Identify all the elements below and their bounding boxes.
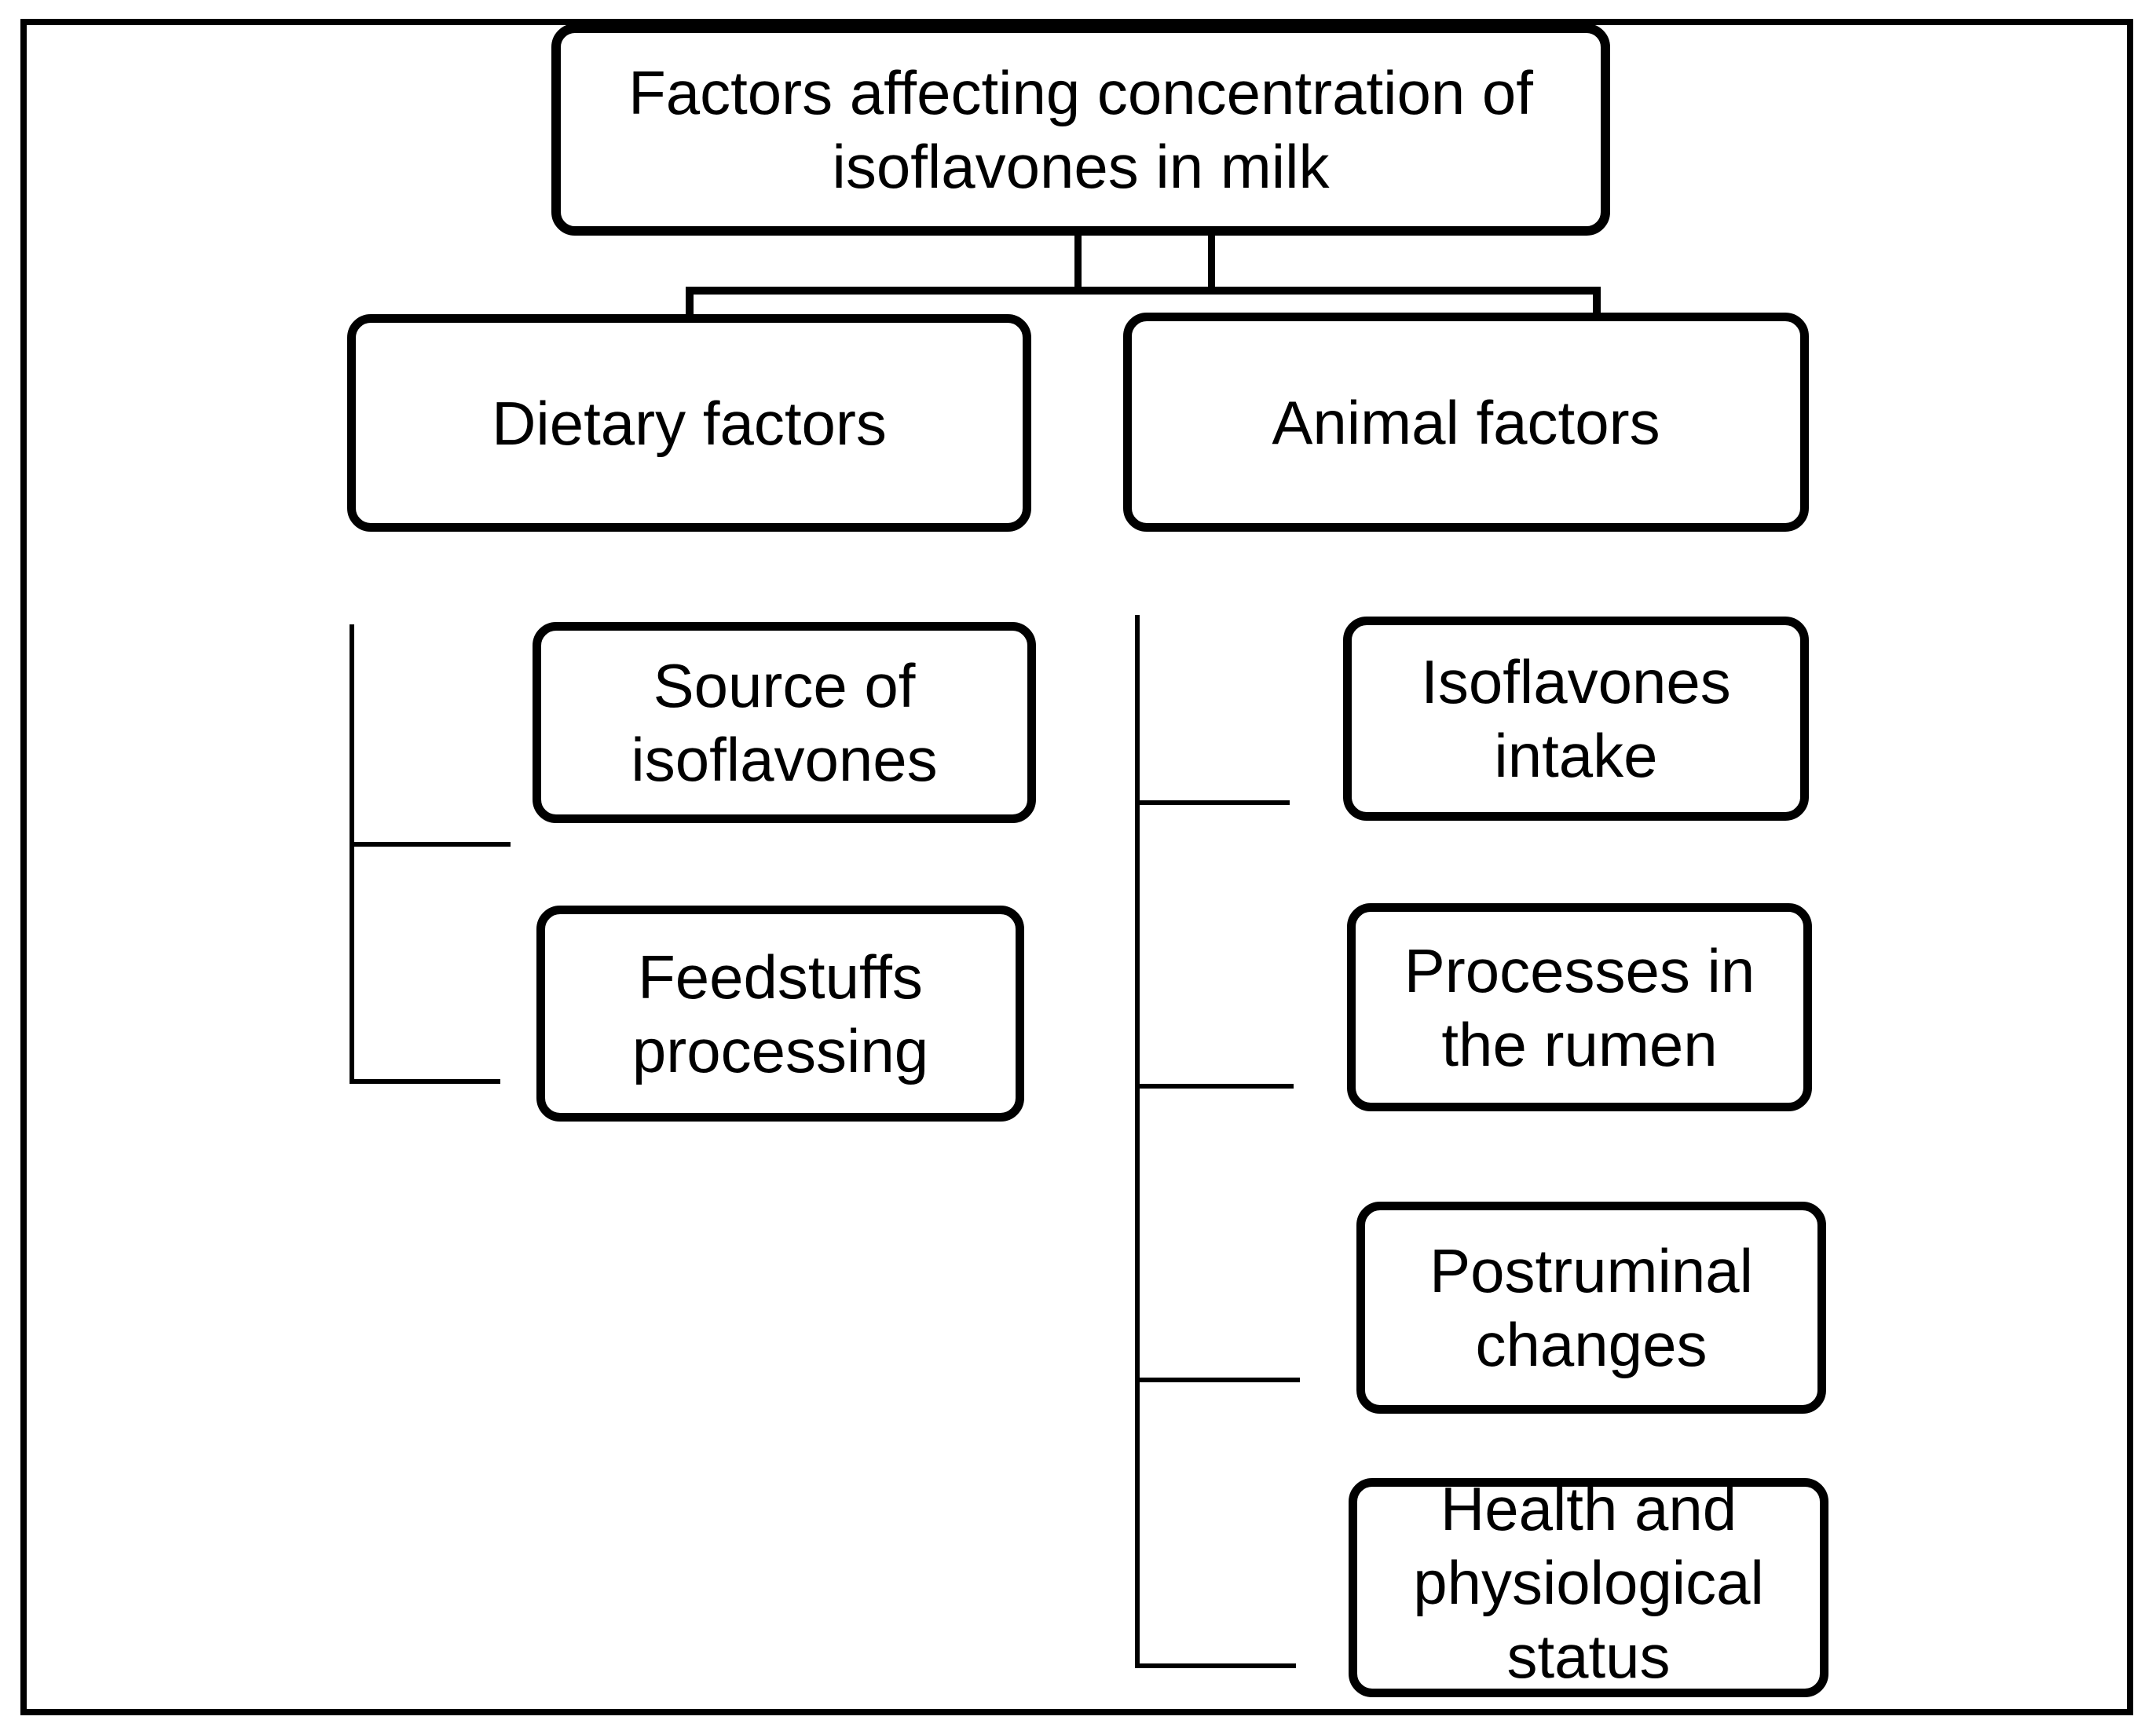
animal-bracket-stub-postruminal bbox=[1135, 1378, 1300, 1382]
node-root-label: Factors affecting concentration of isofl… bbox=[628, 58, 1533, 201]
node-feedstuffs-processing: Feedstuffs processing bbox=[536, 906, 1024, 1122]
node-processes-in-rumen: Processes in the rumen bbox=[1347, 903, 1812, 1111]
root-connector-stub-right bbox=[1208, 236, 1215, 288]
node-source-of-isoflavones: Source of isoflavones bbox=[533, 622, 1036, 823]
animal-bracket-stub-intake bbox=[1135, 800, 1290, 805]
node-isoflavones-intake-label: Isoflavones intake bbox=[1421, 647, 1731, 790]
node-dietary-factors: Dietary factors bbox=[347, 314, 1031, 532]
dietary-bracket-stub-source bbox=[350, 842, 511, 847]
node-processes-in-rumen-label: Processes in the rumen bbox=[1404, 935, 1755, 1079]
node-root: Factors affecting concentration of isofl… bbox=[551, 24, 1610, 236]
node-dietary-factors-label: Dietary factors bbox=[492, 388, 887, 458]
node-postruminal-changes-label: Postruminal changes bbox=[1429, 1236, 1753, 1379]
node-health-physiological-status: Health and physiological status bbox=[1349, 1474, 1828, 1697]
animal-bracket-stub-health bbox=[1135, 1663, 1296, 1668]
dietary-connector-drop bbox=[686, 295, 694, 317]
node-animal-factors: Animal factors bbox=[1123, 313, 1809, 532]
branch-connector-horizontal bbox=[686, 287, 1601, 295]
node-isoflavones-intake: Isoflavones intake bbox=[1343, 617, 1809, 821]
figure-border bbox=[20, 19, 2133, 1715]
animal-bracket-line bbox=[1135, 615, 1140, 1668]
node-animal-factors-label: Animal factors bbox=[1272, 387, 1660, 457]
dietary-bracket-line bbox=[350, 624, 354, 1084]
animal-bracket-stub-rumen bbox=[1135, 1084, 1294, 1089]
node-source-of-isoflavones-label: Source of isoflavones bbox=[631, 651, 938, 794]
node-postruminal-changes: Postruminal changes bbox=[1356, 1202, 1826, 1414]
animal-connector-drop bbox=[1593, 295, 1601, 317]
node-health-physiological-status-label: Health and physiological status bbox=[1413, 1474, 1764, 1691]
dietary-bracket-stub-feedstuffs bbox=[350, 1079, 500, 1084]
node-feedstuffs-processing-label: Feedstuffs processing bbox=[631, 942, 929, 1085]
root-connector-stub-left bbox=[1074, 236, 1082, 288]
